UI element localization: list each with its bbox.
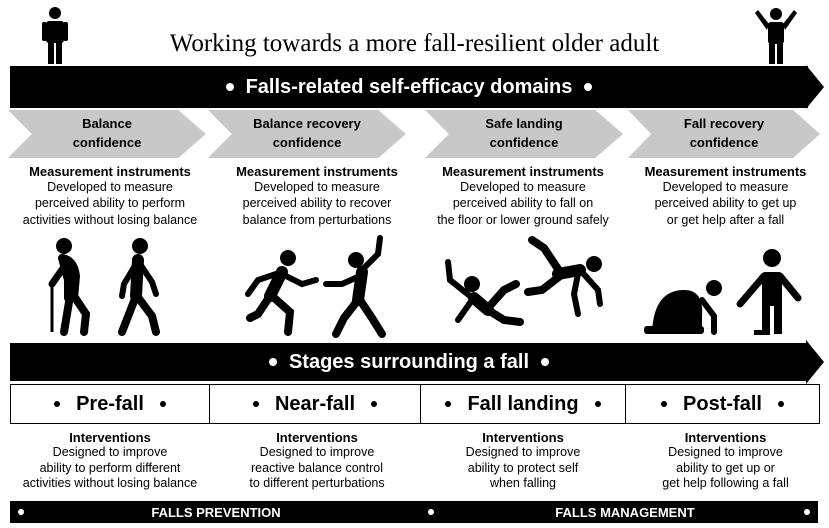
domain-label: Safe landing confidence — [485, 116, 563, 150]
intervention-description: Designed to improve ability to perform d… — [22, 445, 198, 491]
measurement-block-3: Measurement instruments Developed to mea… — [418, 164, 628, 228]
stage-box-2: Near-fall — [209, 384, 421, 424]
stages-bar-label: Stages surrounding a fall — [288, 350, 530, 373]
domains-bar-label: Falls-related self-efficacy domains — [245, 75, 573, 98]
domain-label: Balance recovery confidence — [253, 116, 361, 150]
stage-box-3: Fall landing — [420, 384, 626, 424]
bullet-icon — [445, 401, 452, 407]
bullet-icon — [252, 401, 259, 407]
standing-helper-icon — [736, 249, 802, 335]
walking-person-icon — [118, 238, 160, 336]
sitting-on-floor-icon — [644, 280, 722, 335]
bullet-icon — [54, 401, 61, 407]
intervention-block-1: Interventions Designed to improve abilit… — [0, 430, 220, 492]
recovering-person-icon — [323, 235, 386, 338]
domains-bar: Falls-related self-efficacy domains — [10, 66, 808, 108]
intervention-description: Designed to improve reactive balance con… — [249, 445, 385, 491]
bullet-icon — [541, 358, 550, 366]
intervention-block-3: Interventions Designed to improve abilit… — [418, 430, 628, 492]
measurement-description: Developed to measure perceived ability t… — [242, 180, 392, 227]
stage-box-1: Pre-fall — [10, 384, 210, 424]
stumbling-person-icon — [245, 250, 319, 336]
bullet-icon — [225, 83, 234, 91]
bullet-icon — [159, 401, 166, 407]
falling-backward-icon — [445, 259, 524, 326]
measurement-heading: Measurement instruments — [644, 164, 807, 179]
cane-walking-icon — [48, 238, 91, 336]
measurement-block-4: Measurement instruments Developed to mea… — [622, 164, 829, 228]
bullet-icon — [584, 83, 593, 91]
intervention-heading: Interventions — [69, 430, 151, 445]
stage-label: Post-fall — [683, 392, 762, 415]
arrow-tip-icon — [806, 340, 824, 384]
measurement-heading: Measurement instruments — [29, 164, 191, 179]
domain-label: Fall recovery confidence — [683, 116, 765, 150]
measurement-block-2: Measurement instruments Developed to mea… — [212, 164, 422, 228]
intervention-description: Designed to improve ability to protect s… — [465, 445, 581, 491]
measurement-description: Developed to measure perceived ability t… — [437, 180, 609, 227]
domain-chevron-4: Fall recovery confidence — [628, 110, 820, 158]
intervention-block-4: Interventions Designed to improve abilit… — [622, 430, 829, 492]
bullet-icon — [594, 401, 601, 407]
bullet-icon — [777, 401, 784, 407]
stage-label: Fall landing — [467, 392, 579, 415]
stages-bar: Stages surrounding a fall — [10, 343, 808, 381]
bullet-icon — [371, 401, 378, 407]
diagram-title: Working towards a more fall-resilient ol… — [169, 30, 660, 57]
intervention-heading: Interventions — [482, 430, 564, 445]
bullet-icon — [18, 509, 24, 515]
intervention-description: Designed to improve ability to get up or… — [662, 445, 789, 491]
bullet-icon — [428, 509, 434, 515]
measurement-description: Developed to measure perceived ability t… — [22, 180, 198, 227]
measurement-heading: Measurement instruments — [442, 164, 604, 179]
falling-forward-icon — [524, 236, 603, 317]
standing-person-icon — [42, 7, 68, 64]
bullet-icon — [661, 401, 668, 407]
arrow-tip-icon — [806, 65, 824, 109]
stage-box-4: Post-fall — [625, 384, 820, 424]
bullet-icon — [268, 358, 277, 366]
stage-label: Pre-fall — [76, 392, 144, 415]
domain-chevron-1: Balance confidence — [8, 110, 206, 158]
measurement-heading: Measurement instruments — [236, 164, 398, 179]
bullet-icon — [804, 509, 810, 515]
domain-chevron-2: Balance recovery confidence — [208, 110, 406, 158]
falls-prevention-label: FALLS PREVENTION — [151, 504, 281, 520]
falls-bottom-bar: FALLS PREVENTION FALLS MANAGEMENT — [10, 501, 818, 523]
domain-label: Balance confidence — [72, 116, 142, 150]
intervention-heading: Interventions — [276, 430, 358, 445]
arms-raised-person-icon — [755, 8, 797, 64]
intervention-block-2: Interventions Designed to improve reacti… — [212, 430, 422, 492]
measurement-block-1: Measurement instruments Developed to mea… — [0, 164, 220, 228]
intervention-heading: Interventions — [684, 430, 767, 445]
falls-management-label: FALLS MANAGEMENT — [555, 504, 695, 520]
domain-chevron-3: Safe landing confidence — [425, 110, 623, 158]
stage-label: Near-fall — [274, 392, 356, 415]
measurement-description: Developed to measure perceived ability t… — [654, 180, 797, 227]
